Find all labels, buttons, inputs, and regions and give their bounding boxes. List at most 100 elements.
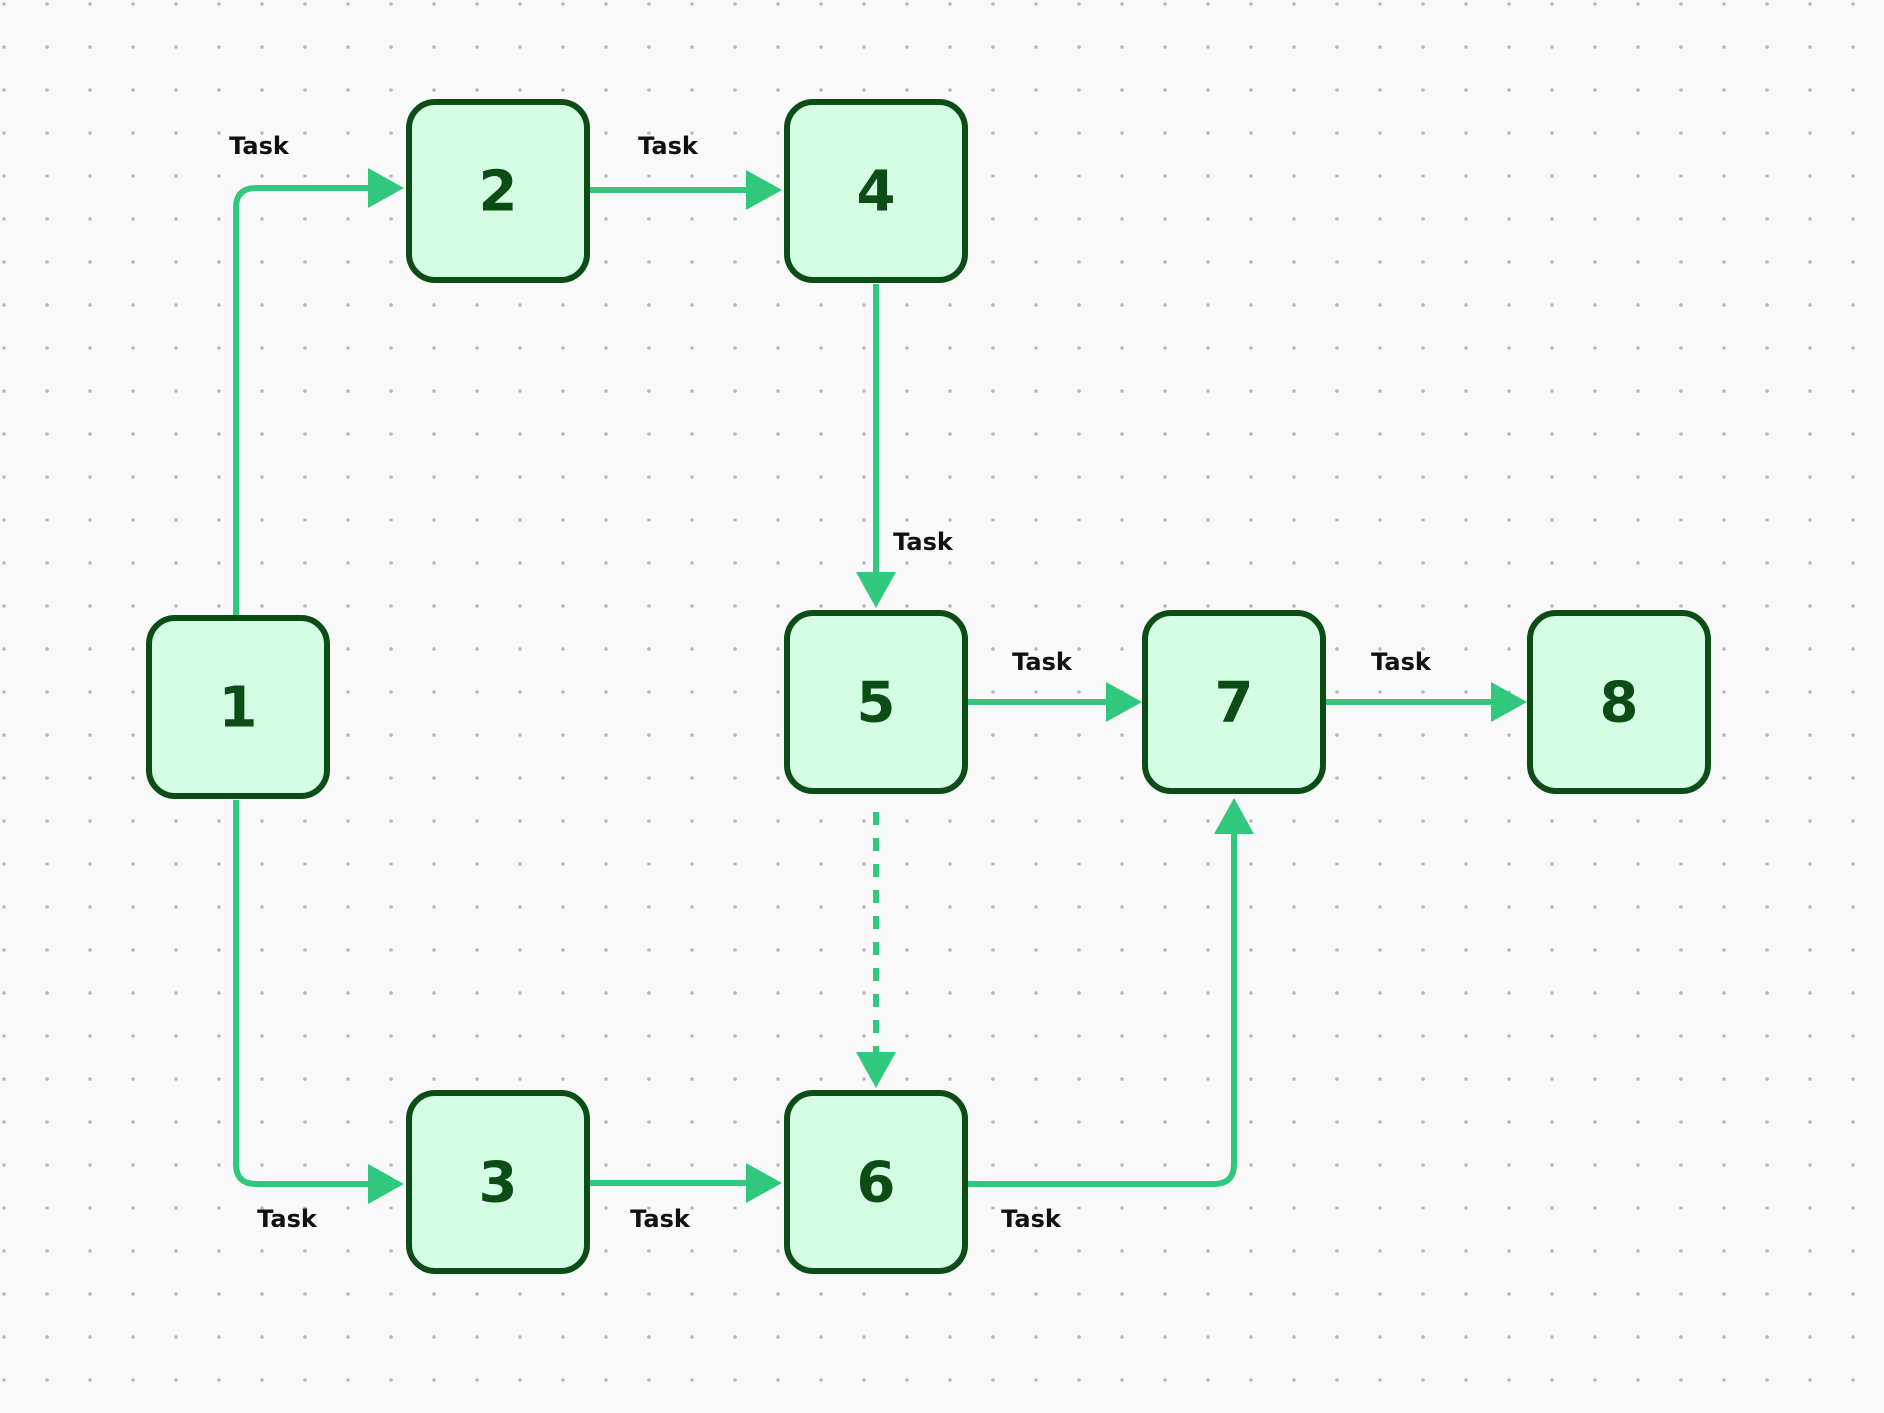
grid-dot bbox=[88, 733, 92, 737]
grid-dot bbox=[2, 88, 6, 92]
grid-dot bbox=[1808, 733, 1812, 737]
grid-dot bbox=[88, 389, 92, 393]
node-1[interactable]: 1 bbox=[146, 615, 330, 799]
grid-dot bbox=[862, 1378, 866, 1382]
grid-dot bbox=[1679, 88, 1683, 92]
grid-dot bbox=[260, 131, 264, 135]
grid-dot bbox=[1851, 88, 1855, 92]
grid-dot bbox=[1378, 1335, 1382, 1339]
grid-dot bbox=[260, 432, 264, 436]
grid-dot bbox=[131, 131, 135, 135]
grid-dot bbox=[1163, 1335, 1167, 1339]
grid-dot bbox=[88, 1335, 92, 1339]
grid-dot bbox=[45, 174, 49, 178]
edge-5-7[interactable]: Task bbox=[968, 648, 1142, 722]
grid-dot bbox=[1679, 2, 1683, 6]
node-number: 3 bbox=[479, 1151, 518, 1216]
node-5[interactable]: 5 bbox=[784, 610, 968, 794]
edge-4-5[interactable]: Task bbox=[856, 284, 954, 608]
grid-dot bbox=[1808, 303, 1812, 307]
grid-dot bbox=[518, 690, 522, 694]
grid-dot bbox=[432, 991, 436, 995]
grid-dot bbox=[1464, 690, 1468, 694]
grid-dot bbox=[1120, 862, 1124, 866]
arrow-head-icon bbox=[1214, 798, 1254, 834]
grid-dot bbox=[991, 88, 995, 92]
grid-dot bbox=[174, 346, 178, 350]
grid-dot bbox=[131, 561, 135, 565]
edge-6-7[interactable]: Task bbox=[968, 798, 1254, 1233]
grid-dot bbox=[1421, 1077, 1425, 1081]
node-box bbox=[784, 99, 968, 283]
grid-dot bbox=[217, 1163, 221, 1167]
grid-dot bbox=[862, 905, 866, 909]
grid-dot bbox=[1034, 174, 1038, 178]
grid-dot bbox=[1163, 1034, 1167, 1038]
grid-dot bbox=[217, 1249, 221, 1253]
grid-dot bbox=[88, 862, 92, 866]
grid-dot bbox=[174, 260, 178, 264]
grid-dot bbox=[1163, 862, 1167, 866]
grid-dot bbox=[733, 561, 737, 565]
grid-dot bbox=[1206, 389, 1210, 393]
grid-dot bbox=[303, 1335, 307, 1339]
grid-dot bbox=[1206, 45, 1210, 49]
grid-dot bbox=[690, 1077, 694, 1081]
grid-dot bbox=[303, 862, 307, 866]
grid-dot bbox=[819, 991, 823, 995]
edge-5-6-dummy[interactable] bbox=[856, 812, 896, 1088]
grid-dot bbox=[776, 776, 780, 780]
grid-dot bbox=[690, 88, 694, 92]
edge-3-6[interactable]: Task bbox=[590, 1163, 782, 1233]
grid-dot bbox=[2, 1249, 6, 1253]
grid-dot bbox=[1851, 776, 1855, 780]
grid-dot bbox=[690, 647, 694, 651]
node-7[interactable]: 7 bbox=[1142, 610, 1326, 794]
grid-dot bbox=[862, 819, 866, 823]
grid-dot bbox=[991, 647, 995, 651]
grid-dot bbox=[561, 2, 565, 6]
grid-dot bbox=[174, 604, 178, 608]
grid-dot bbox=[647, 88, 651, 92]
grid-dot bbox=[1421, 2, 1425, 6]
grid-dot bbox=[1292, 2, 1296, 6]
grid-dot bbox=[88, 303, 92, 307]
grid-dot bbox=[991, 1163, 995, 1167]
grid-dot bbox=[948, 905, 952, 909]
grid-dot bbox=[2, 604, 6, 608]
grid-dot bbox=[1034, 991, 1038, 995]
grid-dot bbox=[1593, 88, 1597, 92]
grid-dot bbox=[346, 948, 350, 952]
grid-dot bbox=[1851, 475, 1855, 479]
grid-dot bbox=[389, 217, 393, 221]
grid-dot bbox=[1421, 647, 1425, 651]
node-8[interactable]: 8 bbox=[1527, 610, 1711, 794]
grid-dot bbox=[518, 819, 522, 823]
grid-dot bbox=[1550, 948, 1554, 952]
node-2[interactable]: 2 bbox=[406, 99, 590, 283]
node-6[interactable]: 6 bbox=[784, 1090, 968, 1274]
node-3[interactable]: 3 bbox=[406, 1090, 590, 1274]
grid-dot bbox=[88, 1378, 92, 1382]
edge-7-8[interactable]: Task bbox=[1326, 648, 1527, 722]
grid-dot bbox=[1593, 1292, 1597, 1296]
grid-dot bbox=[1249, 518, 1253, 522]
grid-dot bbox=[1206, 174, 1210, 178]
grid-dot bbox=[1335, 45, 1339, 49]
grid-dot bbox=[1292, 1249, 1296, 1253]
grid-dot bbox=[389, 776, 393, 780]
grid-dot bbox=[260, 1077, 264, 1081]
grid-dot bbox=[45, 518, 49, 522]
grid-dot bbox=[1249, 475, 1253, 479]
grid-dot bbox=[1163, 948, 1167, 952]
grid-dot bbox=[948, 475, 952, 479]
edge-1-3[interactable]: Task bbox=[233, 800, 404, 1233]
grid-dot bbox=[518, 948, 522, 952]
grid-dot bbox=[1722, 1292, 1726, 1296]
grid-dot bbox=[819, 862, 823, 866]
edge-2-4[interactable]: Task bbox=[590, 132, 782, 210]
grid-dot bbox=[2, 1077, 6, 1081]
edge-1-2[interactable]: Task bbox=[229, 132, 404, 618]
node-4[interactable]: 4 bbox=[784, 99, 968, 283]
grid-dot bbox=[647, 604, 651, 608]
